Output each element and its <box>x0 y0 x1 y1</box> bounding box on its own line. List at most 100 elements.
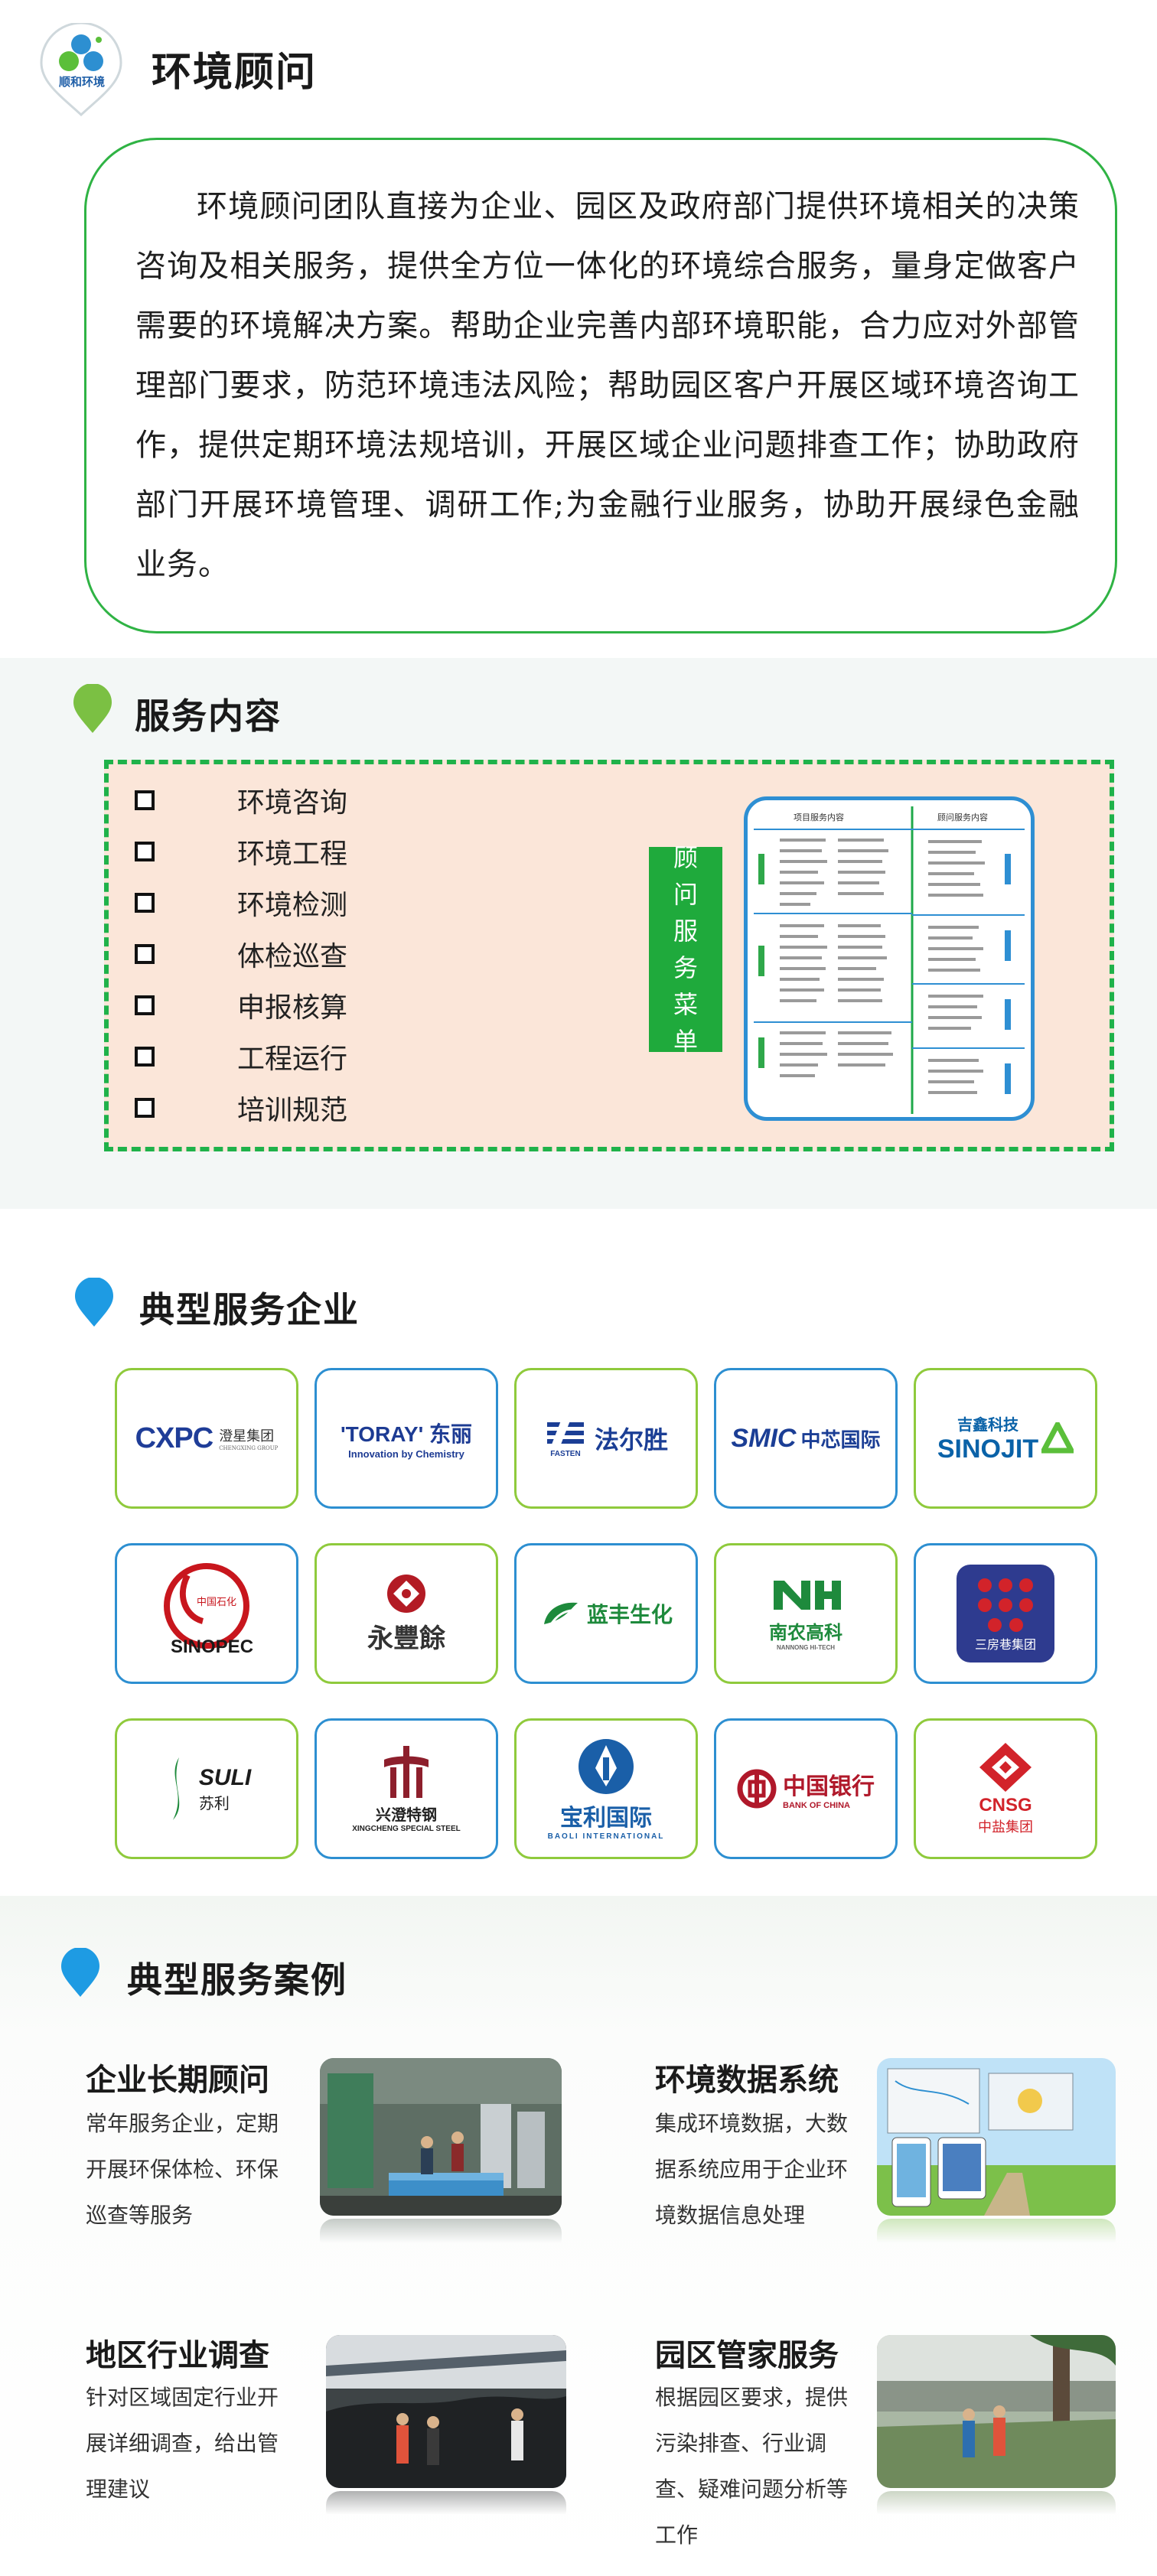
service-item: 环境检测 <box>135 884 347 922</box>
fasten-mark-icon <box>546 1420 584 1448</box>
sanfangxiang-dots-icon <box>978 1578 1033 1632</box>
logo-main-text: SMIC <box>731 1423 797 1453</box>
xingcheng-emblem-icon <box>383 1746 429 1798</box>
client-logo-suli: SULI 苏利 <box>115 1718 298 1859</box>
client-logo-sanfangxiang: 三房巷集团 <box>914 1543 1097 1684</box>
client-logo-sinopec: 中国石化 SINOPEC <box>115 1543 298 1684</box>
logo-sub-text: XINGCHENG SPECIAL STEEL <box>352 1825 461 1833</box>
logo-main-text: SINOJIT <box>937 1435 1039 1464</box>
client-logo-xingcheng: 兴澄特钢 XINGCHENG SPECIAL STEEL <box>315 1718 498 1859</box>
logo-sub-text: 法尔胜 <box>594 1425 668 1454</box>
lanfeng-leaf-icon <box>543 1602 578 1627</box>
case-photo-reflection <box>877 2491 1116 2525</box>
service-item: 环境咨询 <box>135 781 347 819</box>
case-title: 园区管家服务 <box>655 2337 839 2373</box>
client-logo-lanfeng: 蓝丰生化 <box>514 1543 698 1684</box>
service-item: 环境工程 <box>135 832 347 871</box>
case-photo-factory <box>320 2058 562 2216</box>
client-logo-sinojit: 吉鑫科技 SINOJIT <box>914 1368 1097 1509</box>
service-label: 环境工程 <box>237 839 348 870</box>
service-menu-tag: 顾 问 服 务 菜 单 <box>649 843 722 1056</box>
client-logo-chengxing: CXPC 澄星集团 CHENGXING GROUP <box>115 1368 298 1509</box>
client-logo-smic: SMIC 中芯国际 <box>714 1368 898 1509</box>
logo-main-text: 蓝丰生化 <box>586 1602 673 1627</box>
checkbox-icon <box>135 1098 155 1118</box>
map-pin-icon <box>60 1947 101 1998</box>
checkbox-icon <box>135 944 155 964</box>
menu-tag-char: 务 <box>673 953 698 982</box>
intro-box: 环境顾问团队直接为企业、园区及政府部门提供环境相关的决策咨询及相关服务，提供全方… <box>84 138 1117 633</box>
menu-tag-char: 顾 <box>673 843 698 872</box>
sinopec-emblem-icon <box>164 1563 249 1649</box>
menu-card-right-heading: 顾问服务内容 <box>937 813 988 822</box>
client-logo-cnsg: CNSG 中盐集团 <box>914 1718 1097 1859</box>
logo-main-text: CNSG <box>979 1795 1032 1816</box>
case-desc: 根据园区要求，提供污染排查、行业调查、疑难问题分析等工作 <box>655 2385 849 2548</box>
logo-sub-text: NANNONG HI-TECH <box>777 1644 835 1651</box>
map-pin-icon <box>72 683 113 734</box>
logo-main-text: 'TORAY' 东丽 <box>340 1422 473 1446</box>
checkbox-icon <box>135 790 155 810</box>
case-title: 环境数据系统 <box>655 2062 839 2098</box>
client-logo-toray: 'TORAY' 东丽 Innovation by Chemistry <box>315 1368 498 1509</box>
menu-tag-char: 问 <box>673 880 698 909</box>
company-logo: 顺和环境 <box>38 21 124 118</box>
client-logo-nannong: 南农高科 NANNONG HI-TECH <box>714 1543 898 1684</box>
logo-main-text: 宝利国际 <box>560 1804 652 1832</box>
services-heading: 服务内容 <box>135 695 282 737</box>
client-logo-baoli: 宝利国际 BAOLI INTERNATIONAL <box>514 1718 698 1859</box>
service-item: 申报核算 <box>135 986 347 1024</box>
checkbox-icon <box>135 893 155 913</box>
logo-sub-text: BANK OF CHINA <box>783 1801 850 1810</box>
service-item: 工程运行 <box>135 1037 347 1076</box>
suli-leaf-icon <box>172 1757 180 1820</box>
menu-card-left-heading: 项目服务内容 <box>794 813 844 822</box>
logo-sub2-text: CHENGXING GROUP <box>219 1445 279 1451</box>
logo-main-text: SINOPEC <box>171 1636 254 1657</box>
logo-sub-text: 中国石化 <box>197 1597 237 1608</box>
case-desc: 常年服务企业，定期开展环保体检、环保巡查等服务 <box>86 2111 279 2228</box>
logo-sub-text: 苏利 <box>198 1793 230 1812</box>
logo-sub-text: 中盐集团 <box>978 1819 1033 1835</box>
case-photo-park <box>877 2335 1116 2488</box>
logo-sub-text: Innovation by Chemistry <box>348 1448 464 1460</box>
service-label: 环境咨询 <box>237 787 348 819</box>
checkbox-icon <box>135 995 155 1015</box>
clients-heading: 典型服务企业 <box>139 1289 360 1330</box>
service-menu-card: 项目服务内容 顾问服务内容 <box>744 796 1035 1121</box>
logo-main-text: CXPC <box>135 1422 214 1454</box>
logo-sub-text: BAOLI INTERNATIONAL <box>547 1832 665 1841</box>
baoli-emblem-icon <box>578 1738 634 1794</box>
service-item: 培训规范 <box>135 1089 347 1127</box>
service-label: 培训规范 <box>237 1095 348 1126</box>
menu-tag-char: 菜 <box>673 990 698 1019</box>
case-photo-data-system <box>877 2058 1116 2216</box>
clients-grid: CXPC 澄星集团 CHENGXING GROUP 'TORAY' 东丽 Inn… <box>115 1368 1097 1859</box>
case-desc: 集成环境数据，大数据系统应用于企业环境数据信息处理 <box>655 2111 849 2228</box>
checkbox-icon <box>135 842 155 861</box>
service-item: 体检巡查 <box>135 935 347 973</box>
logo-main-text: 永豐餘 <box>367 1623 445 1654</box>
map-pin-icon <box>73 1277 115 1328</box>
checkbox-icon <box>135 1047 155 1067</box>
case-title: 企业长期顾问 <box>86 2062 269 2098</box>
logo-main-text: SULI <box>198 1764 252 1790</box>
service-label: 环境检测 <box>237 890 348 921</box>
case-photo-reflection <box>320 2219 562 2254</box>
boc-emblem-icon <box>737 1769 777 1809</box>
logo-sub-text: 吉鑫科技 <box>957 1415 1018 1434</box>
client-logo-fasten: FASTEN 法尔胜 <box>514 1368 698 1509</box>
services-box: 环境咨询 环境工程 环境检测 体检巡查 申报核算 工程运行 培训规范 顾 问 服… <box>104 760 1114 1151</box>
menu-tag-char: 单 <box>673 1027 698 1056</box>
logo-main-text: 中国银行 <box>783 1773 875 1800</box>
page-title: 环境顾问 <box>152 49 318 96</box>
logo-main-text: FASTEN <box>550 1449 581 1458</box>
yonfengyu-emblem-icon <box>387 1574 425 1613</box>
menu-tag-char: 服 <box>673 917 698 946</box>
case-photo-survey <box>326 2335 566 2488</box>
service-label: 工程运行 <box>237 1044 348 1075</box>
logo-text: 顺和环境 <box>58 75 105 89</box>
service-label: 体检巡查 <box>237 941 348 972</box>
case-photo-reflection <box>877 2219 1116 2254</box>
logo-sub-text: 中芯国际 <box>800 1428 881 1452</box>
